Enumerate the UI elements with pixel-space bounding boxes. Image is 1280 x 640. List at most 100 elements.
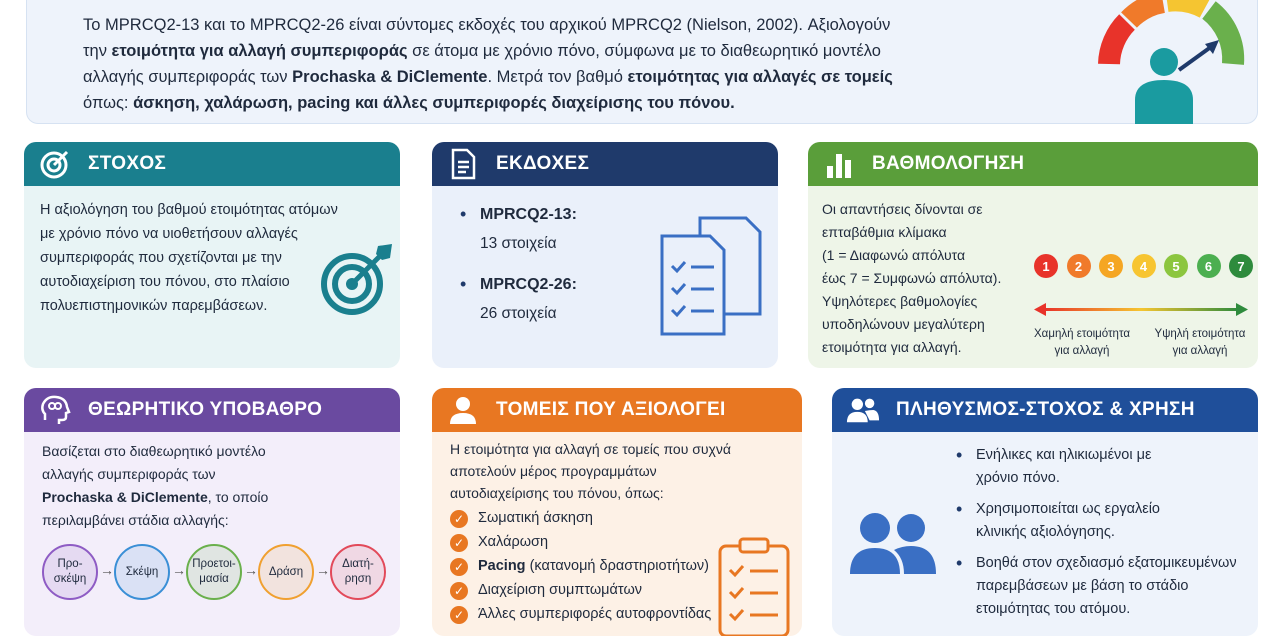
theory-l3b: , το οποίο [207, 489, 269, 505]
goal-title: ΣΤΟΧΟΣ [88, 153, 167, 174]
stage-label-line: Διατή- [342, 558, 374, 570]
domain-item-pacing: Pacing (κατανομή δραστηριοτήτων) [478, 558, 709, 574]
goal-card: ΣΤΟΧΟΣ Η αξιολόγηση του βαθμού ετοιμότητ… [24, 142, 400, 368]
stage-arrow-icon: → [244, 562, 258, 578]
intro-line-3: αλλαγής συμπεριφοράς των Prochaska & DiC… [83, 64, 963, 90]
stage-circle: Δράση [258, 544, 314, 600]
goal-body: Η αξιολόγηση του βαθμού ετοιμότητας ατόμ… [24, 186, 400, 368]
domain-pacing-note: (κατανομή δραστηριοτήτων) [525, 558, 710, 574]
versions-list: MPRCQ2-13: 13 στοιχεία MPRCQ2-26: 26 στο… [460, 204, 577, 326]
domain-item: Σωματική άσκηση [478, 510, 593, 526]
stage-label-line: μασία [199, 573, 229, 585]
target-illustration-icon [321, 244, 392, 315]
intro-s2c: σε άτομα με χρόνιο πόνο, σύμφωνα με το δ… [407, 42, 881, 60]
people-icon [846, 393, 880, 427]
stage-label-line: Δράση [268, 565, 304, 578]
stage-arrow-icon: → [100, 562, 114, 578]
population-line: Ενήλικες και ηλικιωμένοι με [976, 447, 1152, 463]
theory-line: αλλαγής συμπεριφοράς των [42, 466, 216, 482]
scale-point: 2 [1066, 254, 1091, 278]
goal-line: με χρόνιο πόνο να υιοθετήσουν αλλαγές [40, 226, 298, 242]
stage-label: Δράση [269, 565, 303, 580]
readiness-arrow [1034, 303, 1248, 316]
domain-item: Χαλάρωση [478, 534, 549, 550]
scale-point: 1 [1034, 254, 1058, 278]
goal-line: Η αξιολόγηση του βαθμού ετοιμότητας ατόμ… [40, 202, 338, 218]
scoring-header: ΒΑΘΜΟΛΟΓΗΣΗ [808, 142, 1258, 186]
scoring-line: επταβάθμια κλίμακα [822, 224, 947, 240]
bar-chart-icon [822, 147, 856, 181]
population-title: ΠΛΗΘΥΣΜΟΣ-ΣΤΟΧΟΣ & ΧΡΗΣΗ [896, 399, 1195, 420]
population-header: ΠΛΗΘΥΣΜΟΣ-ΣΤΟΧΟΣ & ΧΡΗΣΗ [832, 388, 1258, 432]
version-name: MPRCQ2-26: [480, 276, 577, 293]
scale-point: 3 [1099, 254, 1123, 278]
intro-line-4: όπως: άσκηση, χαλάρωση, pacing και άλλες… [83, 90, 963, 116]
intro-line-2: την ετοιμότητα για αλλαγή συμπεριφοράς σ… [83, 38, 963, 64]
intro-text: Το MPRCQ2-13 και το MPRCQ2-26 είναι σύντ… [83, 12, 963, 116]
goal-header: ΣΤΟΧΟΣ [24, 142, 400, 186]
readiness-gauge-icon [1098, 0, 1245, 124]
scoring-line: υποδηλώνουν μεγαλύτερη [822, 316, 985, 332]
intro-s1: Το MPRCQ2-13 και το MPRCQ2-26 είναι σύντ… [83, 16, 891, 34]
intro-s3d: ετοιμότητας για αλλαγές σε τομείς [627, 68, 893, 86]
check-icon: ✓ [450, 558, 468, 576]
scoring-card: ΒΑΘΜΟΛΟΓΗΣΗ Οι απαντήσεις δίνονται σε επ… [808, 142, 1258, 368]
intro-panel: Το MPRCQ2-13 και το MPRCQ2-26 είναι σύντ… [26, 0, 1258, 124]
stage-label: Προ-σκέψη [54, 557, 87, 587]
intro-s4b: άσκηση, χαλάρωση, pacing και άλλες συμπε… [133, 94, 735, 112]
intro-s2a: την [83, 42, 112, 60]
theory-card: ΘΕΩΡΗΤΙΚΟ ΥΠΟΒΑΘΡΟ Βασίζεται στο διαθεωρ… [24, 388, 400, 636]
population-line: παρεμβάσεων με βάση το στάδιο [976, 578, 1189, 594]
stage-label-line: ρηση [344, 573, 372, 585]
low-readiness-label: Χαμηλή ετοιμότητα για αλλαγή [1030, 326, 1134, 360]
versions-header: ΕΚΔΟΧΕΣ [432, 142, 778, 186]
low-label-line: για αλλαγή [1054, 345, 1110, 357]
intro-s3b: Prochaska & DiClemente [292, 68, 488, 86]
clipboard-checklist-icon [718, 537, 790, 636]
population-line: ετοιμότητας του ατόμου. [976, 601, 1131, 617]
population-line: Χρησιμοποιείται ως εργαλείο [976, 501, 1160, 517]
scale-point: 4 [1131, 254, 1156, 278]
high-readiness-label: Υψηλή ετοιμότητα για αλλαγή [1148, 326, 1252, 360]
version-count: 13 στοιχεία [480, 235, 557, 252]
high-label-line: Υψηλή ετοιμότητα [1154, 328, 1246, 340]
check-icon: ✓ [450, 582, 468, 600]
scoring-line: ετοιμότητα για αλλαγή. [822, 339, 962, 355]
versions-body: MPRCQ2-13: 13 στοιχεία MPRCQ2-26: 26 στο… [432, 186, 778, 368]
stage-label: Σκέψη [126, 565, 159, 580]
stage-circle: Προ-σκέψη [42, 544, 98, 600]
check-icon: ✓ [450, 510, 468, 528]
scoring-line: έως 7 = Συμφωνώ απόλυτα). [822, 270, 1002, 286]
scoring-line: (1 = Διαφωνώ απόλυτα [822, 247, 966, 263]
theory-line: Βασίζεται στο διαθεωρητικό μοντέλο [42, 443, 266, 459]
brain-head-icon [38, 393, 72, 427]
scoring-title: ΒΑΘΜΟΛΟΓΗΣΗ [872, 153, 1025, 174]
goal-line: συμπεριφοράς που σχετίζονται με την [40, 250, 282, 266]
stage-label-line: σκέψη [53, 573, 87, 585]
domains-line: Η ετοιμότητα για αλλαγή σε τομείς που συ… [450, 441, 731, 457]
domain-pacing: Pacing [478, 558, 526, 574]
theory-line: Prochaska & DiClemente, το οποίο [42, 486, 268, 509]
versions-card: ΕΚΔΟΧΕΣ MPRCQ2-13: 13 στοιχεία MPRCQ2-26… [432, 142, 778, 368]
stage-label-line: Προ- [57, 558, 83, 570]
intro-s4a: όπως: [83, 94, 134, 112]
stage-label: Προετοι-μασία [192, 557, 236, 587]
intro-s3a: αλλαγής συμπεριφοράς των [83, 68, 293, 86]
stage-label-line: Σκέψη [125, 565, 159, 578]
documents-checklist-icon [660, 216, 762, 336]
population-card: ΠΛΗΘΥΣΜΟΣ-ΣΤΟΧΟΣ & ΧΡΗΣΗ Ενήλικες και ηλ… [832, 388, 1258, 636]
goal-line: πολυεπιστημονικών παρεμβάσεων. [40, 298, 268, 314]
goal-text: Η αξιολόγηση του βαθμού ετοιμότητας ατόμ… [40, 198, 338, 318]
version-name: MPRCQ2-13: [480, 206, 577, 223]
versions-title: ΕΚΔΟΧΕΣ [496, 153, 590, 174]
theory-body: Βασίζεται στο διαθεωρητικό μοντέλο αλλαγ… [24, 432, 400, 636]
scoring-text: Οι απαντήσεις δίνονται σε επταβάθμια κλί… [822, 198, 1001, 359]
scoring-line: Οι απαντήσεις δίνονται σε [822, 201, 983, 217]
domains-text: Η ετοιμότητα για αλλαγή σε τομείς που συ… [450, 438, 731, 504]
intro-s2b: ετοιμότητα για αλλαγή συμπεριφοράς [111, 42, 408, 60]
population-line: χρόνιο πόνο. [976, 470, 1060, 486]
stage-circle: Προετοι-μασία [186, 544, 242, 600]
document-icon [446, 147, 480, 181]
goal-line: αυτοδιαχείριση του πόνου, στο πλαίσιο [40, 274, 290, 290]
